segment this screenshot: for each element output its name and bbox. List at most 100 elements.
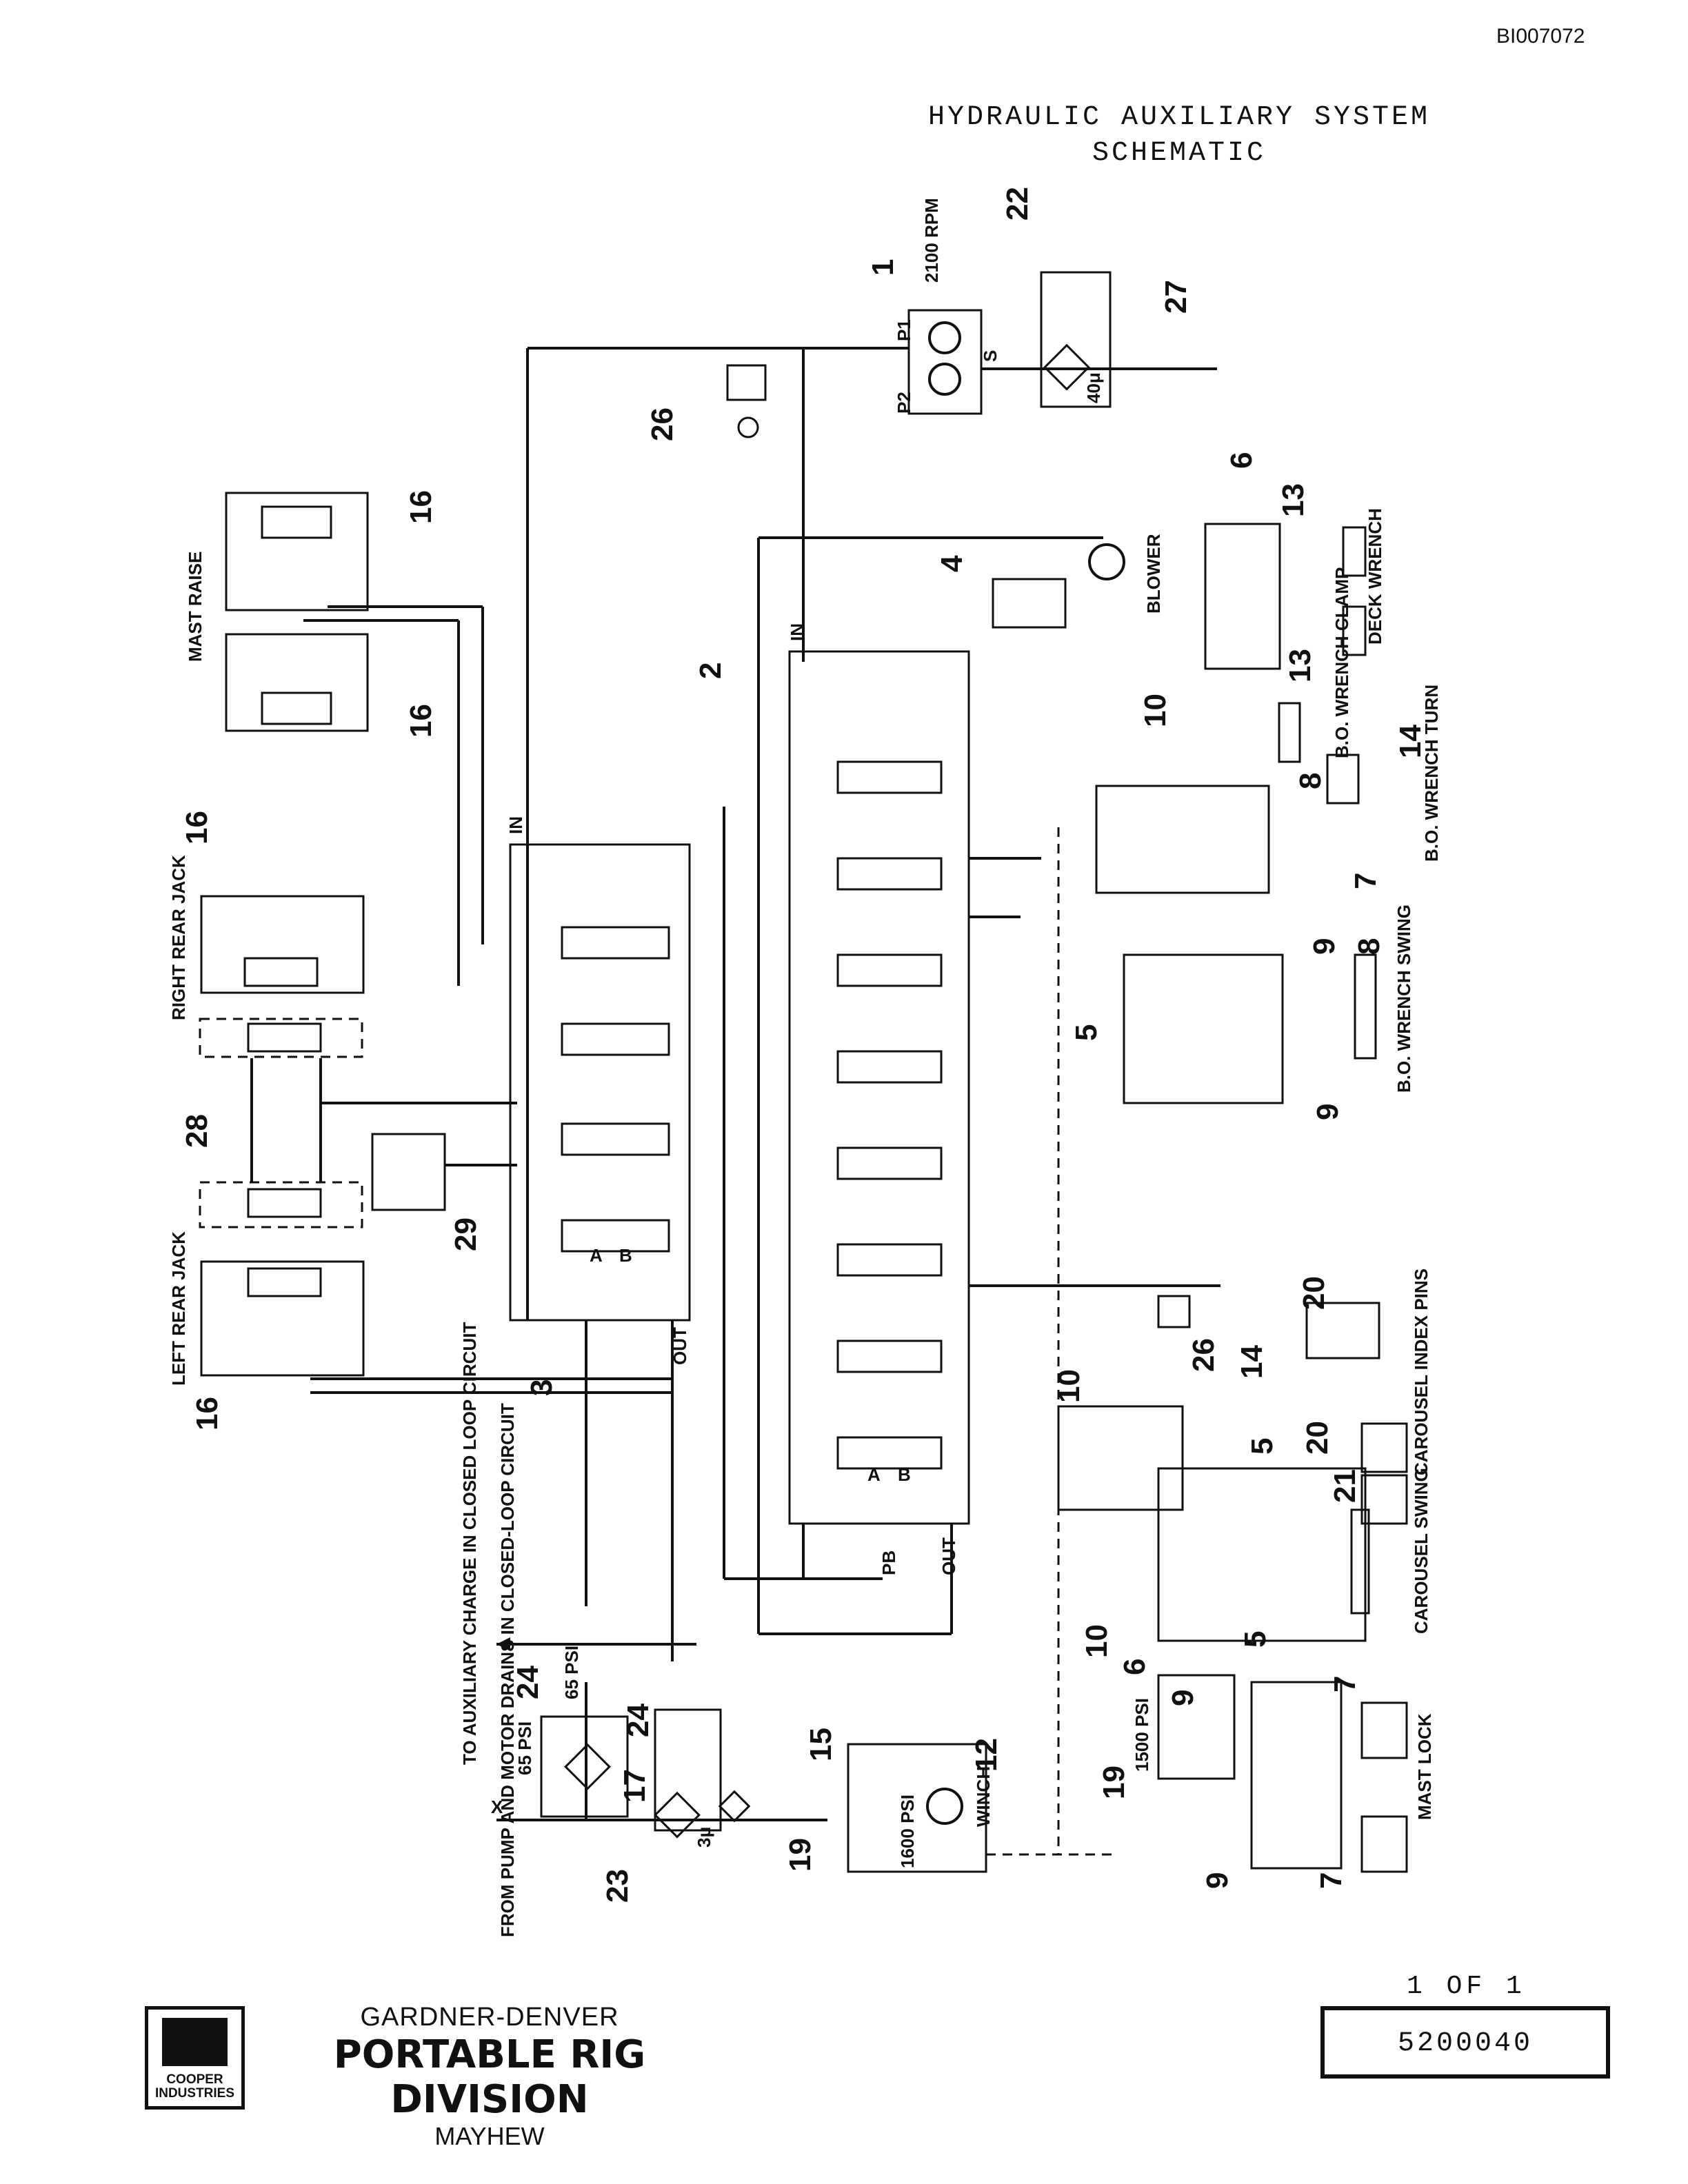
logo-text-line-2: INDUSTRIES bbox=[154, 2086, 235, 2101]
rating-rpm: 2100 RPM bbox=[921, 198, 942, 283]
main-bank-pb-label: PB bbox=[878, 1550, 899, 1575]
label-carousel-index-pins: CAROUSEL INDEX PINS bbox=[1411, 1268, 1431, 1475]
callout-8-lower: 8 bbox=[1352, 938, 1386, 955]
main-bank-out-label: OUT bbox=[938, 1537, 959, 1575]
main-bank-a-label: A bbox=[867, 1464, 881, 1485]
rating-65psi-left: 65 PSI bbox=[514, 1721, 535, 1775]
rating-1600psi: 1600 PSI bbox=[897, 1794, 918, 1868]
callout-9-mast-upper: 9 bbox=[1166, 1690, 1200, 1706]
valve-bank-left: IN OUT A B bbox=[505, 348, 691, 1661]
rating-filter-3: 3μ bbox=[694, 1827, 714, 1848]
callout-9-mast-lower: 9 bbox=[1200, 1872, 1234, 1889]
rating-1500psi: 1500 PSI bbox=[1132, 1698, 1152, 1772]
callout-9-upper: 9 bbox=[1307, 938, 1341, 955]
valve-bank-main: IN PB OUT A B bbox=[723, 538, 970, 1635]
logo-text: COOPER INDUSTRIES bbox=[148, 2073, 241, 2101]
company-name: GARDNER-DENVER bbox=[360, 2003, 619, 2032]
callout-2: 2 bbox=[694, 663, 727, 679]
callout-26-lower: 26 bbox=[1187, 1338, 1220, 1372]
label-to-aux-charge: TO AUXILIARY CHARGE IN CLOSED LOOP CIRCU… bbox=[459, 1322, 480, 1765]
callout-24-right: 24 bbox=[621, 1703, 655, 1737]
mast-raise-assembly bbox=[225, 492, 484, 986]
label-bo-wrench-swing: B.O. WRENCH SWING bbox=[1394, 904, 1414, 1093]
callout-13-lower: 13 bbox=[1283, 649, 1317, 682]
label-from-pump-drains: FROM PUMP AND MOTOR DRAINS IN CLOSED-LOO… bbox=[497, 1403, 518, 1937]
callout-20-upper: 20 bbox=[1297, 1276, 1331, 1310]
title-line-2: SCHEMATIC bbox=[1092, 138, 1267, 169]
callout-10-lower: 10 bbox=[1080, 1624, 1114, 1658]
callout-21: 21 bbox=[1328, 1469, 1362, 1503]
callout-6-upper: 6 bbox=[1225, 452, 1258, 469]
port-p2: P2 bbox=[894, 392, 914, 414]
main-bank-b-label: B bbox=[898, 1464, 911, 1485]
division-name: PORTABLE RIG DIVISION bbox=[333, 2032, 646, 2122]
callout-10-mid: 10 bbox=[1052, 1369, 1086, 1403]
callout-16-mast-lower: 16 bbox=[404, 704, 438, 738]
port-p1: P1 bbox=[894, 319, 914, 341]
right-circuits bbox=[758, 523, 1408, 1873]
callout-12: 12 bbox=[969, 1738, 1003, 1772]
callout-20-lower: 20 bbox=[1300, 1421, 1334, 1455]
callout-8-upper: 8 bbox=[1294, 773, 1327, 789]
company-block: GARDNER-DENVER PORTABLE RIG DIVISION MAY… bbox=[276, 2003, 703, 2151]
label-deck-wrench: DECK WRENCH bbox=[1365, 508, 1385, 645]
left-bank-in-label: IN bbox=[505, 816, 526, 834]
rating-filter-40: 40μ bbox=[1083, 372, 1104, 403]
label-mast-raise: MAST RAISE bbox=[185, 552, 205, 662]
callout-16-right-jack: 16 bbox=[180, 811, 214, 845]
callout-26-upper: 26 bbox=[645, 407, 679, 441]
label-blower: BLOWER bbox=[1143, 534, 1164, 614]
callout-13-upper: 13 bbox=[1276, 483, 1310, 517]
callout-24-left: 24 bbox=[511, 1666, 545, 1699]
callout-7-upper: 7 bbox=[1349, 873, 1383, 889]
return-filter-area bbox=[496, 1637, 827, 1839]
label-winch: WINCH bbox=[973, 1766, 994, 1827]
label-bo-wrench-clamp: B.O. WRENCH CLAMP bbox=[1332, 567, 1352, 758]
callout-14-lower: 14 bbox=[1235, 1345, 1269, 1379]
logo-text-line-1: COOPER bbox=[166, 2072, 223, 2087]
drawing-title: HYDRAULIC AUXILIARY SYSTEM SCHEMATIC bbox=[862, 100, 1496, 172]
callout-29: 29 bbox=[449, 1217, 483, 1251]
left-bank-b-label: B bbox=[619, 1245, 632, 1266]
label-bo-wrench-turn: B.O. WRENCH TURN bbox=[1421, 685, 1442, 862]
callout-16-left-jack: 16 bbox=[190, 1397, 224, 1430]
left-bank-a-label: A bbox=[590, 1245, 603, 1266]
callout-27: 27 bbox=[1159, 280, 1193, 314]
jack-assemblies bbox=[199, 895, 672, 1394]
callout-19-right: 19 bbox=[1097, 1766, 1131, 1799]
callout-16-mast-upper: 16 bbox=[404, 490, 438, 524]
document-id: BI007072 bbox=[1496, 25, 1585, 48]
pump-assembly bbox=[528, 271, 1217, 662]
callout-9-lower: 9 bbox=[1311, 1104, 1345, 1120]
callout-1: 1 bbox=[866, 259, 900, 276]
logo-mark-icon bbox=[162, 2018, 228, 2066]
callout-7-mid: 7 bbox=[1328, 1676, 1362, 1692]
callout-5-mid: 5 bbox=[1245, 1438, 1279, 1455]
port-x: X bbox=[491, 1797, 503, 1817]
callout-4: 4 bbox=[935, 555, 969, 572]
label-mast-lock: MAST LOCK bbox=[1414, 1713, 1435, 1820]
rating-65psi-right: 65 PSI bbox=[561, 1646, 582, 1699]
cooper-industries-logo: COOPER INDUSTRIES bbox=[145, 2006, 245, 2110]
callout-19-left: 19 bbox=[783, 1838, 817, 1872]
label-right-rear-jack: RIGHT REAR JACK bbox=[168, 855, 189, 1020]
callout-22: 22 bbox=[1001, 187, 1034, 221]
main-bank-in-label: IN bbox=[787, 623, 807, 641]
callout-14-upper: 14 bbox=[1394, 725, 1427, 758]
label-left-rear-jack: LEFT REAR JACK bbox=[168, 1231, 189, 1386]
callouts: 1 2 3 4 5 5 5 6 6 7 7 7 8 8 9 9 9 9 10 1… bbox=[180, 187, 1427, 1903]
drawing-number-box: 5200040 bbox=[1320, 2006, 1610, 2079]
port-s: S bbox=[980, 350, 1001, 362]
sheet-number: 1 OF 1 bbox=[1407, 1972, 1526, 2001]
callout-10-upper: 10 bbox=[1138, 694, 1172, 727]
callout-5-upper: 5 bbox=[1069, 1024, 1103, 1041]
callout-15: 15 bbox=[804, 1728, 838, 1761]
location-name: MAYHEW bbox=[434, 2122, 545, 2150]
callout-7-lower: 7 bbox=[1314, 1872, 1348, 1889]
callout-28: 28 bbox=[180, 1114, 214, 1148]
callout-3: 3 bbox=[525, 1379, 559, 1396]
left-bank-out-label: OUT bbox=[670, 1327, 690, 1365]
callout-17: 17 bbox=[618, 1769, 652, 1803]
callout-6-lower: 6 bbox=[1118, 1659, 1152, 1675]
